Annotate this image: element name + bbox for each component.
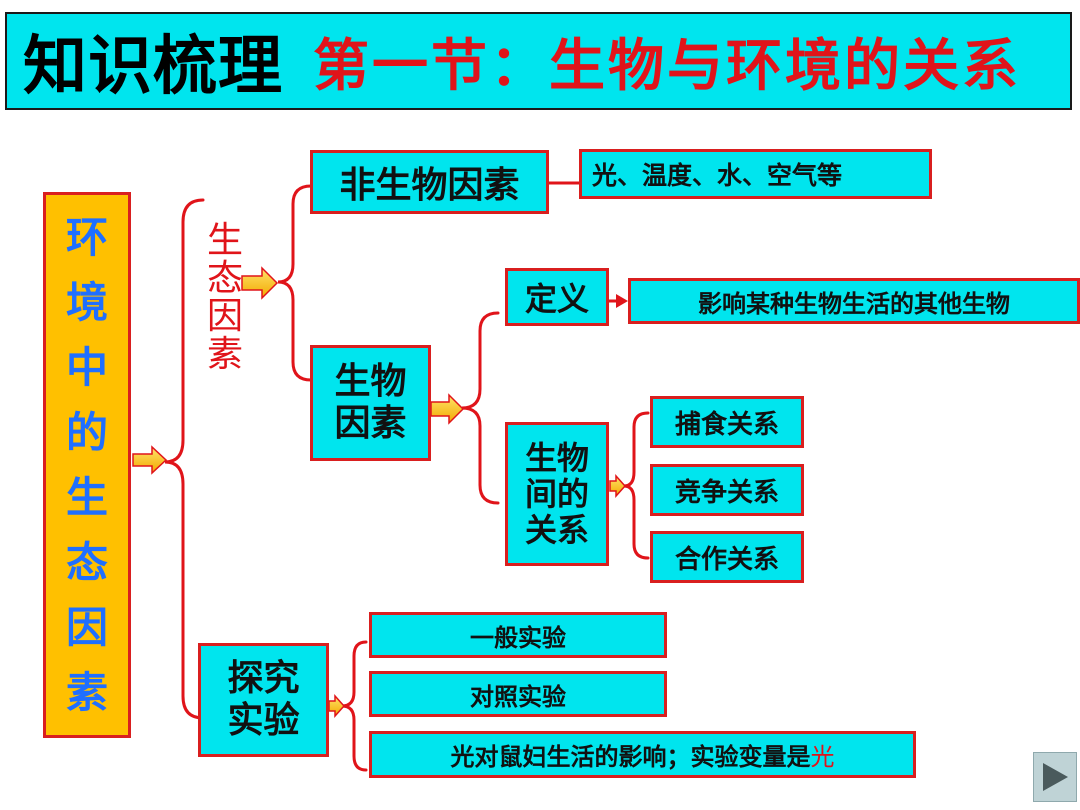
- relations-line: 生物: [524, 439, 589, 477]
- definition-text-box: 影响某种生物生活的其他生物: [628, 278, 1080, 324]
- play-triangle-icon: [1043, 763, 1068, 791]
- root-char: 生: [65, 472, 108, 522]
- experiment-item-text: 对照实验: [470, 682, 566, 711]
- relations-arrow: [609, 474, 627, 498]
- eco-arrow: [241, 266, 279, 300]
- experiment-item-box: 对照实验: [369, 671, 667, 717]
- relations-label-box: 生物 间的 关系: [505, 422, 609, 566]
- root-char: 的: [65, 407, 108, 457]
- experiment-arrow: [328, 694, 346, 718]
- relation-text: 捕食关系: [674, 409, 779, 440]
- next-slide-button[interactable]: [1033, 752, 1077, 802]
- root-char: 因: [65, 602, 108, 652]
- experiment-brace: [341, 640, 368, 772]
- main-brace: [164, 198, 205, 720]
- title-bar: 知识梳理 第一节：生物与环境的关系: [5, 12, 1072, 110]
- abiotic-factor-box: 非生物因素: [310, 150, 549, 214]
- relation-box: 合作关系: [650, 531, 804, 583]
- biotic-brace: [461, 311, 500, 505]
- eco-factor-char: 因: [206, 296, 243, 337]
- biotic-factor-box: 生物 因素: [310, 345, 431, 461]
- relations-line: 关系: [524, 511, 589, 549]
- experiment-item-box: 一般实验: [369, 612, 667, 658]
- definition-label-box: 定义: [505, 268, 609, 326]
- root-arrow: [132, 445, 168, 475]
- relation-box: 捕食关系: [650, 396, 804, 448]
- highlight-variable: 光: [810, 743, 835, 771]
- root-char: 环: [65, 212, 108, 262]
- relations-line: 间的: [524, 475, 589, 513]
- root-node: 环 境 中 的 生 态 因 素: [43, 192, 131, 738]
- biotic-arrow: [430, 393, 465, 425]
- experiment-item-text: 一般实验: [470, 623, 566, 652]
- abiotic-examples-box: 光、温度、水、空气等: [579, 149, 932, 199]
- root-char: 素: [65, 667, 108, 717]
- relation-text: 竞争关系: [674, 477, 779, 508]
- eco-factor-char: 生: [206, 220, 243, 261]
- title-sub: 第一节：生物与环境的关系: [313, 32, 1021, 99]
- relations-brace: [623, 411, 650, 560]
- eco-factor-char: 素: [206, 334, 243, 375]
- experiment-box: 探究 实验: [198, 643, 329, 757]
- eco-factor-label: 生 态 因 素: [205, 222, 245, 374]
- eco-factor-char: 态: [206, 258, 243, 299]
- definition-arrowhead: [616, 294, 628, 308]
- root-char: 态: [65, 537, 108, 587]
- relation-box: 竞争关系: [650, 464, 804, 516]
- root-char: 中: [65, 342, 108, 392]
- experiment-example-box: 光对鼠妇生活的影响；实验变量是光: [369, 731, 916, 778]
- relation-text: 合作关系: [674, 544, 779, 575]
- root-char: 境: [65, 277, 108, 327]
- title-main: 知识梳理: [23, 30, 283, 104]
- eco-brace: [277, 184, 313, 382]
